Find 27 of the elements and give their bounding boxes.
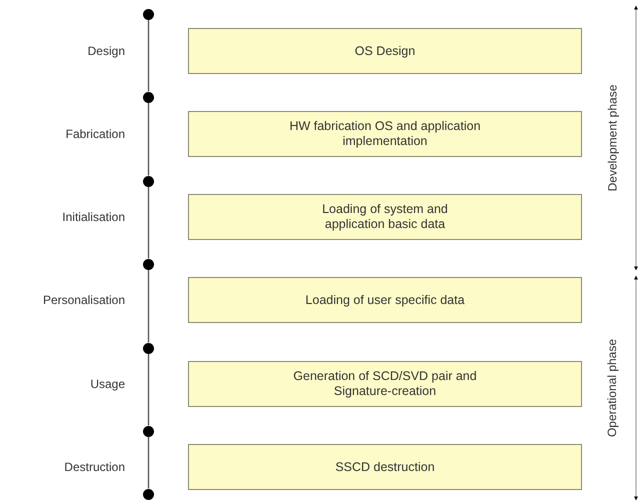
stage-box: OS Design <box>188 28 582 74</box>
timeline-dot <box>143 258 154 270</box>
stage-label: Personalisation <box>42 293 125 307</box>
stage-label: Usage <box>90 377 125 391</box>
stage-label: Initialisation <box>62 210 125 224</box>
stage-label: Fabrication <box>66 127 125 141</box>
timeline-dot <box>143 92 154 102</box>
timeline-dot <box>143 426 154 436</box>
stage-box: Generation of SCD/SVD pair and Signature-creation <box>188 361 582 407</box>
timeline-dot <box>143 342 154 354</box>
timeline-line <box>148 436 150 488</box>
stage-label: Destruction <box>64 460 125 474</box>
stage-box: SSCD destruction <box>188 444 582 490</box>
timeline-line <box>148 270 150 342</box>
timeline-dot <box>143 8 154 20</box>
stage-box: Loading of user specific data <box>188 277 582 323</box>
timeline-dot <box>143 176 154 186</box>
phase-label: Development phase <box>604 84 619 192</box>
timeline-line <box>148 186 150 258</box>
timeline-dot <box>143 488 154 500</box>
stage-box: HW fabrication OS and application implementation <box>188 111 582 157</box>
timeline-line <box>148 20 150 92</box>
phase-label: Operational phase <box>605 338 620 438</box>
timeline-line <box>148 354 150 426</box>
stage-label: Design <box>88 44 125 58</box>
timeline-line <box>148 102 150 176</box>
stage-box: Loading of system and application basic data <box>188 194 582 240</box>
